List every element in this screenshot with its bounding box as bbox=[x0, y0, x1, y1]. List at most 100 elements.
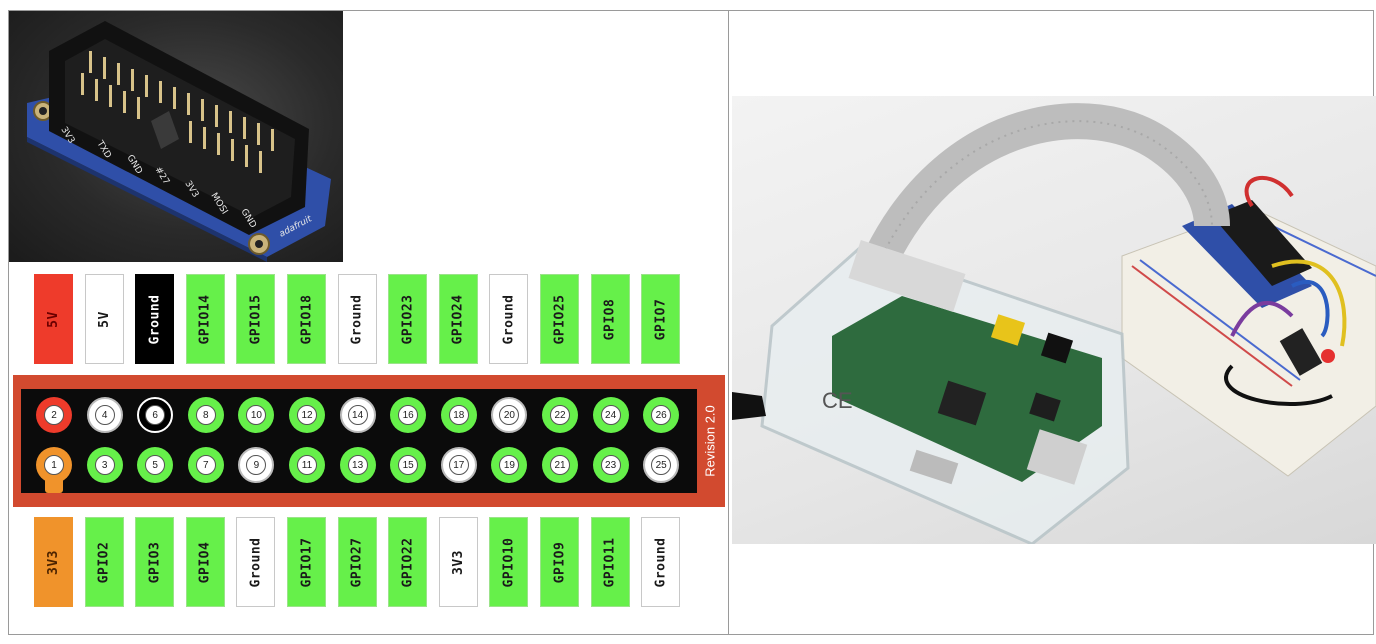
top-pin-label: GPIO8 bbox=[590, 274, 630, 364]
breadboard-rail-blue bbox=[1139, 259, 1301, 381]
soc-chip bbox=[937, 380, 987, 426]
pin-label-text: Ground bbox=[248, 537, 264, 587]
bottom-pin-label: 3V3 bbox=[438, 517, 478, 607]
header-pin: 26 bbox=[643, 397, 680, 433]
pin-label-text: GPIO3 bbox=[147, 541, 163, 583]
pin-label-text: Ground bbox=[147, 294, 163, 344]
header-pin: 23 bbox=[592, 447, 629, 483]
header-key-notch bbox=[151, 111, 179, 149]
top-pin-label: GPIO18 bbox=[287, 274, 326, 364]
top-pin-label: Ground bbox=[489, 274, 529, 364]
pin-number: 21 bbox=[550, 455, 570, 475]
top-pin-label: GPIO15 bbox=[236, 274, 276, 364]
pin-label-text: GPIO18 bbox=[299, 294, 314, 344]
rca-jack bbox=[990, 314, 1026, 346]
pin-number: 4 bbox=[94, 405, 115, 425]
bottom-pin-label: GPIO2 bbox=[84, 517, 124, 607]
header-pin: 7 bbox=[187, 447, 224, 483]
header-pin: 19 bbox=[491, 447, 528, 483]
pin-label-text: Ground bbox=[349, 294, 365, 344]
pin-label-text: 5V bbox=[96, 310, 112, 328]
pin-label-text: GPIO22 bbox=[400, 537, 416, 587]
raspberry-pi-setup-illustration: CE bbox=[732, 103, 1376, 544]
pin-label-text: GPIO24 bbox=[450, 294, 466, 344]
header-pin: 2 bbox=[36, 397, 72, 433]
bottom-pin-label: GPIO17 bbox=[287, 517, 326, 607]
header-pin: 15 bbox=[390, 447, 427, 483]
pin-label-text: GPIO10 bbox=[501, 537, 517, 587]
header-pin: 4 bbox=[86, 397, 123, 433]
pin-label-text: 3V3 bbox=[450, 549, 466, 575]
pin-label-text: GPIO25 bbox=[552, 294, 567, 344]
header-pin: 16 bbox=[390, 397, 427, 433]
pin-number: 20 bbox=[499, 405, 520, 425]
pin-number: 14 bbox=[347, 405, 368, 425]
pin-number: 6 bbox=[145, 405, 166, 425]
pin-number: 11 bbox=[297, 455, 317, 475]
mount-hole-right-center bbox=[255, 240, 263, 248]
pin-number: 25 bbox=[651, 455, 672, 475]
bottom-pin-label: GPIO4 bbox=[185, 517, 225, 607]
header-pin: 20 bbox=[491, 397, 528, 433]
yellow-wire bbox=[1271, 259, 1347, 347]
bottom-pin-label: GPIO11 bbox=[590, 517, 630, 607]
header-adapter-photo: 3V3 TXD GND #27 3V3 MOSI GND adafruit bbox=[9, 11, 343, 262]
header-adapter-illustration: 3V3 TXD GND #27 3V3 MOSI GND adafruit bbox=[27, 21, 331, 262]
pin-number: 5 bbox=[145, 455, 166, 475]
pin-label-text: GPIO15 bbox=[248, 294, 264, 344]
lan-chip bbox=[1029, 392, 1061, 422]
bottom-pin-label: GPIO9 bbox=[540, 517, 579, 607]
red-led bbox=[1321, 349, 1335, 363]
top-pin-label: Ground bbox=[135, 274, 175, 364]
top-pin-label: GPIO23 bbox=[388, 274, 428, 364]
pin-number: 17 bbox=[448, 455, 469, 475]
mount-hole-left-center bbox=[39, 107, 47, 115]
pin-1-square-marker bbox=[45, 479, 63, 493]
pin-number: 16 bbox=[398, 405, 419, 425]
header-pin: 25 bbox=[643, 447, 680, 483]
pin-number: 12 bbox=[297, 405, 317, 425]
top-pin-label: Ground bbox=[337, 274, 377, 364]
pin-label-text: GPIO8 bbox=[602, 298, 618, 340]
red-wire bbox=[1244, 176, 1294, 208]
power-cable bbox=[732, 392, 766, 420]
pin-number: 2 bbox=[44, 405, 64, 425]
gpio-connector bbox=[848, 239, 966, 313]
pin-label-text: GPIO2 bbox=[96, 541, 112, 583]
pin-number: 24 bbox=[600, 405, 621, 425]
header-pin: 21 bbox=[542, 447, 578, 483]
bottom-pin-label: GPIO22 bbox=[388, 517, 428, 607]
header-pin: 9 bbox=[238, 447, 275, 483]
pin-number: 7 bbox=[195, 455, 216, 475]
usb-port bbox=[1026, 429, 1088, 485]
pin-label-text: GPIO4 bbox=[197, 541, 213, 583]
bottom-pin-label: Ground bbox=[641, 517, 681, 607]
revision-label: Revision 2.0 bbox=[702, 405, 718, 477]
header-pin: 6 bbox=[137, 397, 174, 433]
breadboard-rail-red bbox=[1131, 265, 1293, 387]
pin-label-text: GPIO14 bbox=[197, 294, 213, 344]
bottom-pin-label: 3V3 bbox=[34, 517, 73, 607]
top-pin-label: GPIO7 bbox=[641, 274, 681, 364]
header-pin: 1 bbox=[36, 447, 72, 483]
pin-label-text: GPIO27 bbox=[349, 537, 365, 587]
ic-chip bbox=[1279, 328, 1323, 376]
purple-wire bbox=[1230, 300, 1294, 337]
top-pin-label: 5V bbox=[84, 274, 124, 364]
header-pin: 3 bbox=[86, 447, 123, 483]
adapter-pcb-edge bbox=[27, 137, 267, 262]
pin-label-text: Ground bbox=[501, 294, 517, 344]
case-marking: CE bbox=[822, 388, 853, 413]
pin-label-text: 5V bbox=[46, 310, 61, 328]
top-pin-label: GPIO14 bbox=[185, 274, 225, 364]
pin-number: 18 bbox=[448, 405, 469, 425]
header-pin: 5 bbox=[137, 447, 174, 483]
black-wire bbox=[1224, 364, 1333, 407]
bottom-pin-label: GPIO3 bbox=[135, 517, 175, 607]
pin-number: 10 bbox=[246, 405, 267, 425]
pin-label-text: GPIO11 bbox=[602, 537, 618, 587]
pin-number: 3 bbox=[94, 455, 115, 475]
header-pin: 18 bbox=[440, 397, 477, 433]
top-pin-label: 5V bbox=[34, 274, 73, 364]
